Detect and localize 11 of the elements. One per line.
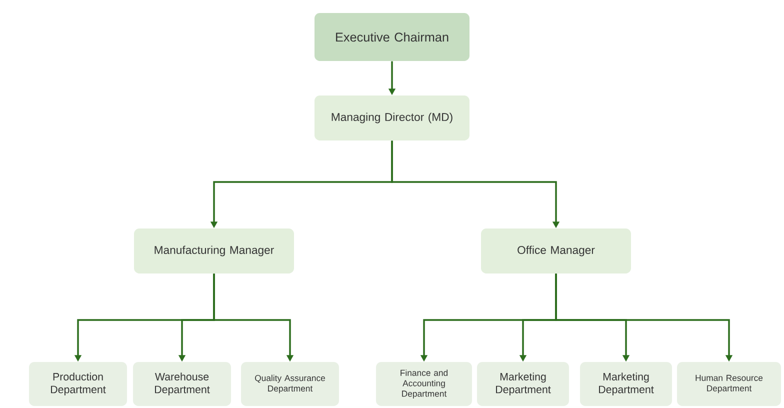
department-box: Finance and Accounting Department xyxy=(376,362,472,406)
department-box: Production Department xyxy=(29,362,127,406)
top-box: Executive Chairman xyxy=(314,13,470,61)
role-box: Manufacturing Manager xyxy=(134,228,294,274)
role-box: Office Manager xyxy=(481,228,631,274)
department-box: Warehouse Department xyxy=(133,362,231,406)
department-box: Quality Assurance Department xyxy=(241,362,339,406)
department-box: Marketing Department xyxy=(580,362,672,406)
role-box: Managing Director (MD) xyxy=(314,96,470,140)
department-box: Marketing Department xyxy=(477,362,569,406)
department-box: Human Resource Department xyxy=(677,362,781,406)
